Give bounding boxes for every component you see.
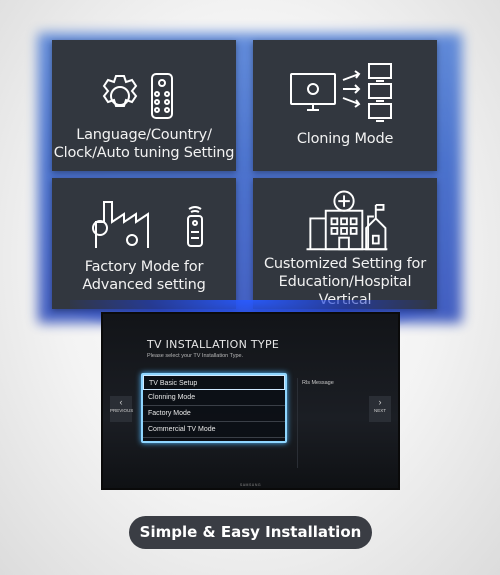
installation-type-menu: TV Basic Setup Clonning Mode Factory Mod… [141, 373, 287, 443]
tile-customized-setting: Customized Setting for Education/Hospita… [253, 178, 437, 309]
tv-brand-logo: SAMSUNG [239, 483, 262, 487]
monitor-cloning-icon [290, 63, 392, 122]
chevron-right-icon: › [378, 397, 382, 407]
tv-set: TV INSTALLATION TYPE Please select your … [101, 312, 400, 490]
tile-label-line1: Factory Mode for [84, 259, 204, 275]
tile-label: Cloning Mode [296, 130, 394, 148]
menu-item-commercial-tv-mode[interactable]: Commercial TV Mode [143, 422, 285, 438]
caption-pill: Simple & Easy Installation [129, 516, 372, 549]
tile-label: Factory Mode for Advanced setting [82, 258, 206, 294]
previous-label: PREVIOUS [110, 408, 134, 413]
gear-remote-icon [102, 73, 173, 119]
tile-label-line1: Language/Country/ [76, 127, 212, 143]
tile-factory-mode: Factory Mode for Advanced setting [52, 178, 236, 309]
tile-label-line1: Cloning Mode [296, 131, 394, 147]
next-button[interactable]: › NEXT [369, 396, 391, 422]
message-panel: Rls Message [297, 378, 368, 468]
tv-installation-title: TV INSTALLATION TYPE [147, 338, 280, 351]
tile-label: Language/Country/ Clock/Auto tuning Sett… [54, 126, 235, 162]
message-text: Rls Message [302, 380, 334, 386]
tile-label-line2: Advanced setting [82, 277, 206, 293]
chevron-left-icon: ‹ [119, 397, 123, 407]
tile-label-line1: Customized Setting for [264, 256, 426, 272]
previous-button[interactable]: ‹ PREVIOUS [110, 396, 134, 422]
menu-item-tv-basic-setup[interactable]: TV Basic Setup [143, 375, 285, 390]
factory-gear-remote-icon [92, 201, 203, 248]
menu-item-factory-mode[interactable]: Factory Mode [143, 406, 285, 422]
next-label: NEXT [373, 408, 386, 413]
menu-item-cloning-mode[interactable]: Clonning Mode [143, 390, 285, 406]
tile-label-line2: Clock/Auto tuning Setting [53, 145, 235, 161]
tv-screen: TV INSTALLATION TYPE Please select your … [107, 318, 394, 478]
tile-cloning-mode: Cloning Mode [253, 40, 437, 171]
hospital-school-icon [306, 190, 388, 251]
tv-installation-subtitle: Please select your TV Installation Type. [147, 353, 244, 359]
tile-language-settings: Language/Country/ Clock/Auto tuning Sett… [52, 40, 236, 171]
